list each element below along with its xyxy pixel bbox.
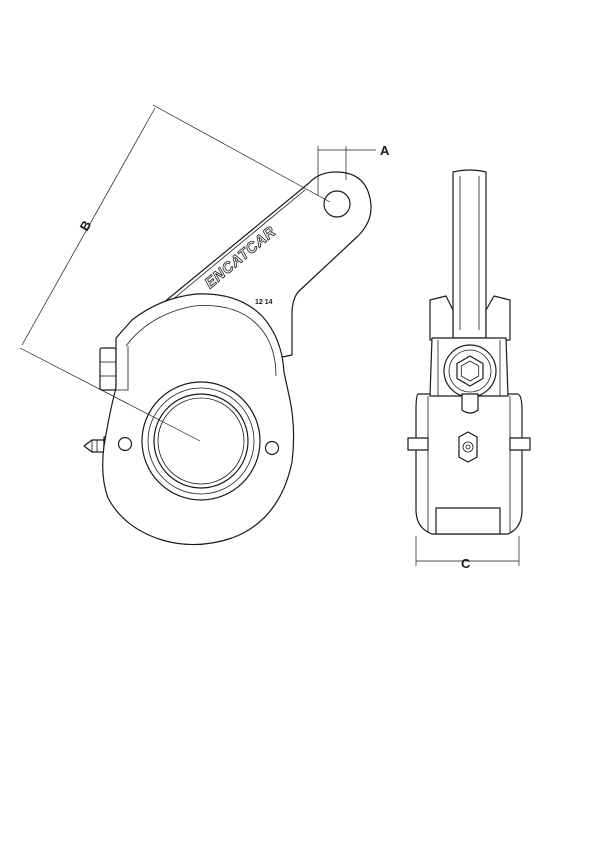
dimension-a: A	[317, 143, 390, 196]
lug-hole-right	[264, 440, 280, 456]
adjuster-nut	[99, 347, 117, 391]
dimension-c-label: C	[461, 556, 471, 571]
hex-head	[443, 344, 497, 398]
front-view: ENCATCAR 12 14	[83, 171, 372, 546]
dimension-b: B	[19, 104, 331, 442]
side-body	[415, 393, 523, 535]
marking-text: 12 14	[255, 299, 273, 306]
dimension-a-label: A	[380, 143, 390, 158]
side-grease-fitting	[458, 431, 478, 463]
lug-hole-left	[117, 436, 133, 452]
lever-arm-hole	[323, 190, 351, 218]
dimension-c: C	[415, 536, 520, 571]
gear-bore	[141, 381, 261, 501]
side-lever	[452, 169, 487, 339]
side-view	[407, 169, 531, 535]
